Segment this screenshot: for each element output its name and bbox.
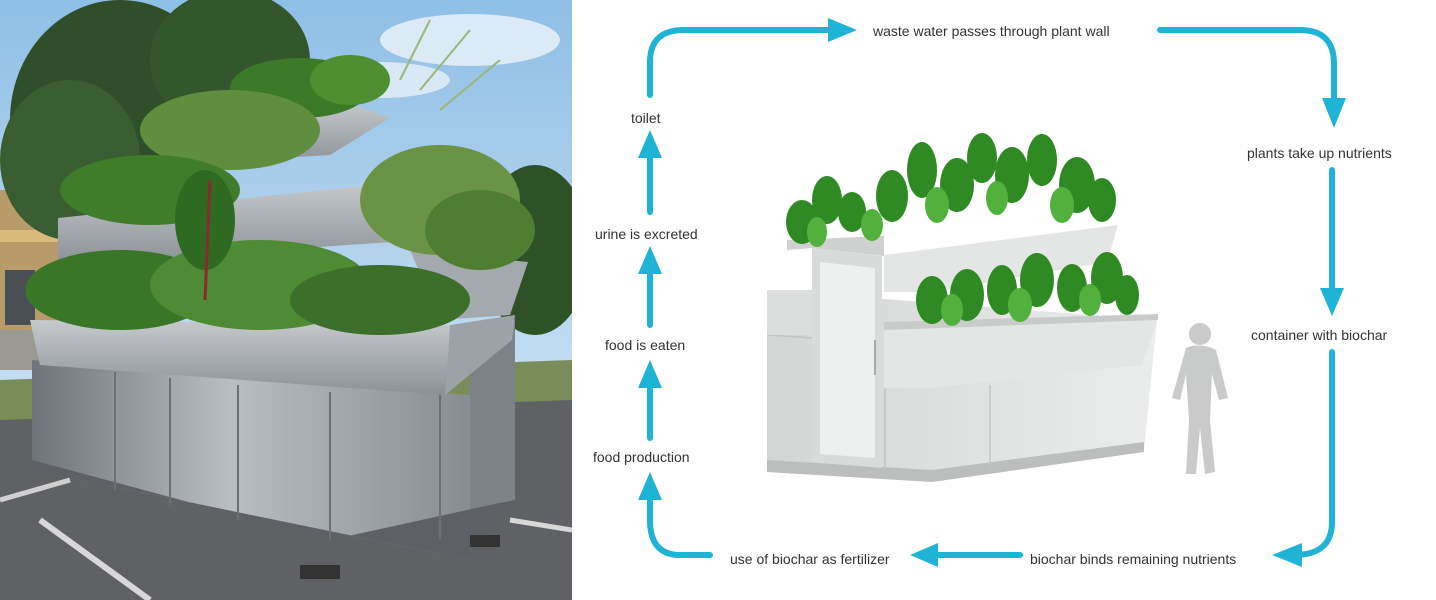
arrowhead-plants xyxy=(1322,98,1346,128)
arrowhead-food-eaten xyxy=(638,360,662,388)
arrowhead-biochar xyxy=(1272,543,1302,567)
arrowhead-food-production xyxy=(638,472,662,500)
step-fertilizer: use of biochar as fertilizer xyxy=(730,551,890,567)
step-plants-take-up-nutrients: plants take up nutrients xyxy=(1247,145,1392,161)
arrowhead-waste-water xyxy=(828,18,857,42)
arrow-container-to-biochar xyxy=(1291,349,1335,558)
person-silhouette xyxy=(1172,323,1228,474)
nutrient-cycle-diagram xyxy=(638,18,1346,567)
step-urine-excreted: urine is excreted xyxy=(595,226,698,242)
container-illustration xyxy=(766,133,1158,482)
cycle-arrows xyxy=(647,27,1337,558)
arrowhead-urine xyxy=(638,246,662,274)
arrowhead-container xyxy=(1320,288,1344,316)
arrowhead-fertilizer xyxy=(910,543,938,567)
step-waste-water: waste water passes through plant wall xyxy=(873,23,1110,39)
step-container-with-biochar: container with biochar xyxy=(1251,327,1388,343)
planter-photo xyxy=(0,0,572,600)
arrow-toilet-to-waste-water xyxy=(647,27,837,98)
arrowheads xyxy=(638,18,1346,567)
step-food-eaten: food is eaten xyxy=(605,337,686,353)
step-toilet: toilet xyxy=(631,110,661,126)
step-biochar-binds: biochar binds remaining nutrients xyxy=(1030,551,1237,567)
arrowhead-toilet xyxy=(638,130,662,158)
arrow-waste-water-to-plants xyxy=(1157,27,1337,101)
arrow-fertilizer-to-food xyxy=(647,489,713,558)
step-food-production: food production xyxy=(593,449,690,465)
